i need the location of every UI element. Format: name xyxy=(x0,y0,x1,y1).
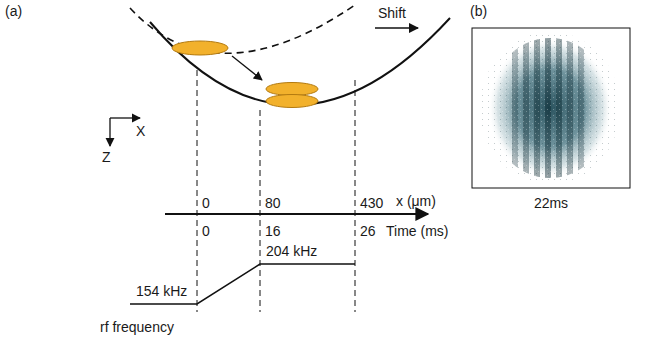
axis-title: Time (ms) xyxy=(386,224,448,238)
position-tick: 430 xyxy=(360,196,383,210)
shift-label: Shift xyxy=(378,6,406,20)
frequency-label: 154 kHz xyxy=(136,284,187,298)
position-tick: 430 xyxy=(360,196,383,210)
time-tick: 26 xyxy=(360,224,376,238)
axis-title: x (μm) xyxy=(396,194,436,208)
time-tick: 16 xyxy=(265,224,281,238)
position-tick: 80 xyxy=(265,196,281,210)
frequency-label: 204 kHz xyxy=(266,244,317,258)
initial-trap-curve xyxy=(130,5,355,53)
shift-arrow xyxy=(375,27,418,29)
panel-label: (b) xyxy=(470,4,487,18)
panel-label: (a) xyxy=(5,4,22,18)
axis-label: Z xyxy=(102,150,111,164)
axis-title: x (μm) xyxy=(396,194,436,208)
timeline-axis xyxy=(165,213,428,215)
axis-label: X xyxy=(136,124,145,138)
panel-label: (a) xyxy=(5,4,22,18)
absorption-image xyxy=(472,28,630,188)
image-time-label: 22ms xyxy=(534,196,568,210)
atom-cloud xyxy=(172,41,228,55)
time-tick: 0 xyxy=(202,224,210,238)
guide-line xyxy=(197,70,198,312)
guide-line xyxy=(355,80,356,312)
position-tick: 0 xyxy=(202,196,210,210)
frequency-label: 154 kHz xyxy=(136,284,187,298)
rf-axis-label: rf frequency xyxy=(100,320,174,334)
shift-label: Shift xyxy=(378,6,406,20)
axis-title: Time (ms) xyxy=(386,224,448,238)
motion-arrow xyxy=(232,56,262,80)
position-tick: 80 xyxy=(265,196,281,210)
atom-cloud xyxy=(266,95,318,108)
frequency-label: 204 kHz xyxy=(266,244,317,258)
guide-line xyxy=(260,110,261,312)
position-tick: 0 xyxy=(202,196,210,210)
time-tick: 16 xyxy=(265,224,281,238)
time-tick: 0 xyxy=(202,224,210,238)
x-axis-arrow xyxy=(110,117,140,118)
time-tick: 26 xyxy=(360,224,376,238)
axis-label: X xyxy=(136,124,145,138)
shifted-trap-curve xyxy=(150,18,450,105)
panel-label: (b) xyxy=(470,4,487,18)
image-noise xyxy=(480,32,620,184)
axis-label: Z xyxy=(102,150,111,164)
atom-cloud xyxy=(266,83,318,96)
rf-axis-label: rf frequency xyxy=(100,320,174,334)
image-time-label: 22ms xyxy=(534,196,568,210)
rf-ramp xyxy=(130,264,355,304)
z-axis-arrow xyxy=(109,118,110,146)
